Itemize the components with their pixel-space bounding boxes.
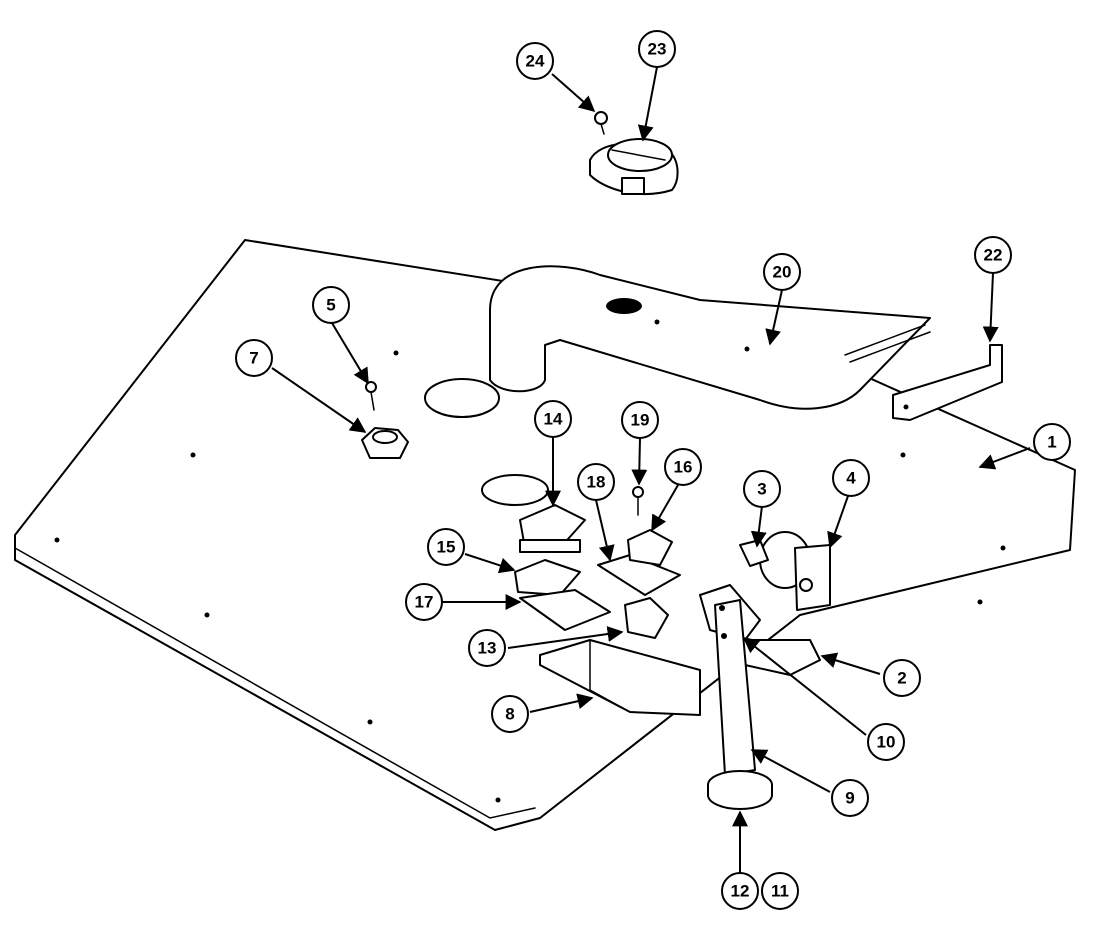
screw-19 xyxy=(632,486,644,516)
callout-24: 24 xyxy=(516,42,554,80)
svg-text:1: 1 xyxy=(1047,433,1056,452)
callout-20: 20 xyxy=(763,253,801,291)
screw-5 xyxy=(365,381,377,411)
callout-5: 5 xyxy=(312,286,350,324)
svg-text:23: 23 xyxy=(648,40,667,59)
svg-text:2: 2 xyxy=(897,669,906,688)
callout-1: 1 xyxy=(1033,423,1071,461)
callout-22: 22 xyxy=(974,236,1012,274)
switch-7 xyxy=(361,427,409,459)
leader-lines xyxy=(271,66,1031,873)
switch-14 xyxy=(519,504,586,553)
callout-4: 4 xyxy=(832,459,870,497)
svg-text:18: 18 xyxy=(587,473,606,492)
knob xyxy=(707,770,773,810)
callout-19: 19 xyxy=(621,401,659,439)
callout-9: 9 xyxy=(831,779,869,817)
callout-17: 17 xyxy=(405,583,443,621)
callout-16: 16 xyxy=(664,448,702,486)
svg-text:17: 17 xyxy=(415,593,434,612)
rod-9 xyxy=(714,599,756,776)
callout-18: 18 xyxy=(577,463,615,501)
plate-hole-left xyxy=(424,378,500,418)
plate-18 xyxy=(597,554,681,596)
switch-16 xyxy=(627,529,673,566)
svg-text:14: 14 xyxy=(544,410,563,429)
motor-4 xyxy=(759,531,831,611)
svg-text:3: 3 xyxy=(757,480,766,499)
svg-text:5: 5 xyxy=(326,296,335,315)
svg-text:13: 13 xyxy=(478,639,497,658)
svg-text:10: 10 xyxy=(877,733,896,752)
plate-hole-center xyxy=(481,474,549,506)
duct-bracket xyxy=(892,344,1003,421)
callout-7: 7 xyxy=(235,339,273,377)
callout-3: 3 xyxy=(743,470,781,508)
air-duct xyxy=(489,265,931,410)
svg-text:15: 15 xyxy=(437,538,456,557)
svg-text:11: 11 xyxy=(771,882,789,901)
callout-10: 10 xyxy=(867,723,905,761)
callout-14: 14 xyxy=(534,400,572,438)
callout-12: 12 xyxy=(721,872,759,910)
housing-8 xyxy=(539,639,701,716)
svg-text:9: 9 xyxy=(845,789,854,808)
callout-13: 13 xyxy=(468,629,506,667)
svg-text:19: 19 xyxy=(631,411,650,430)
switch-15 xyxy=(514,559,581,596)
svg-text:16: 16 xyxy=(674,458,693,477)
svg-text:22: 22 xyxy=(984,246,1003,265)
svg-text:8: 8 xyxy=(505,705,514,724)
switch-13 xyxy=(624,597,669,639)
callout-8: 8 xyxy=(491,695,529,733)
svg-text:20: 20 xyxy=(773,263,792,282)
callout-11: 11 xyxy=(761,872,799,910)
svg-text:7: 7 xyxy=(249,349,258,368)
thermostat xyxy=(589,138,679,196)
callout-15: 15 xyxy=(427,528,465,566)
screw-24 xyxy=(594,111,608,135)
svg-text:12: 12 xyxy=(731,882,750,901)
svg-text:24: 24 xyxy=(526,52,545,71)
callout-2: 2 xyxy=(883,659,921,697)
callout-23: 23 xyxy=(638,30,676,68)
svg-text:4: 4 xyxy=(846,469,856,488)
plate-17 xyxy=(519,589,611,631)
